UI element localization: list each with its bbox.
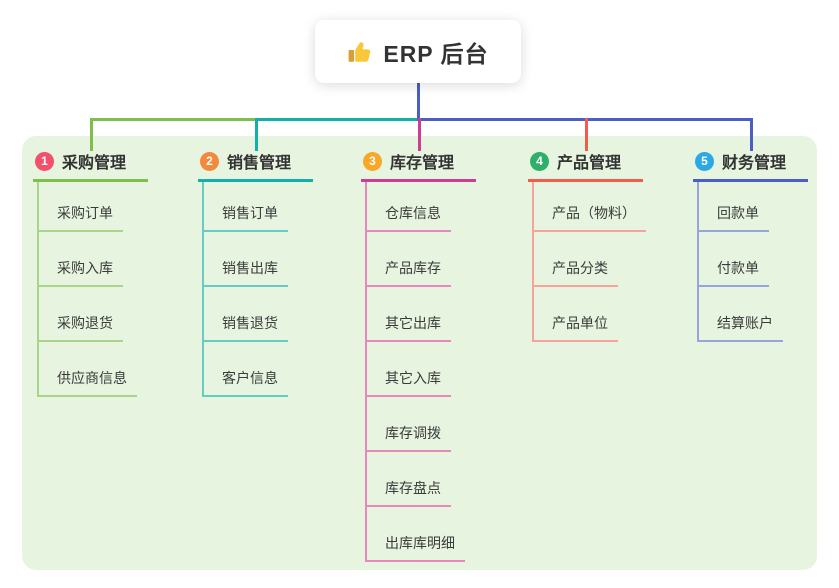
child-row: 产品分类: [532, 232, 646, 287]
branch-node-2[interactable]: 2 销售管理: [198, 149, 313, 182]
branch-children: 仓库信息产品库存其它出库其它入库库存调拨库存盘点出库库明细: [365, 182, 476, 562]
child-node[interactable]: 供应商信息: [37, 368, 137, 397]
branch-number-badge: 5: [695, 151, 714, 171]
branch-children: 采购订单采购入库采购退货供应商信息: [37, 182, 148, 397]
child-node[interactable]: 付款单: [697, 258, 769, 287]
branch-number-badge: 3: [363, 151, 382, 171]
children-vertical-line: [365, 182, 367, 562]
child-node[interactable]: 库存调拨: [365, 423, 451, 452]
branch-children: 产品（物料） 产品分类产品单位: [532, 182, 646, 342]
child-row: 结算账户: [697, 287, 808, 342]
child-node[interactable]: 产品库存: [365, 258, 451, 287]
child-row: 销售退货: [202, 287, 313, 342]
branch-drop-line-3: [418, 118, 421, 151]
child-row: 库存盘点: [365, 452, 476, 507]
branch-title-label: 库存管理: [390, 155, 455, 172]
child-node[interactable]: 产品（物料）: [532, 203, 646, 232]
child-row: 采购退货: [37, 287, 148, 342]
branch-title-label: 销售管理: [227, 155, 292, 172]
children-vertical-line: [697, 182, 699, 342]
child-row: 其它出库: [365, 287, 476, 342]
branch-node-5[interactable]: 5 财务管理: [693, 149, 808, 182]
branch-column-2: 2 销售管理销售订单销售出库销售退货客户信息: [198, 149, 313, 397]
children-vertical-line: [37, 182, 39, 397]
child-row: 出库库明细: [365, 507, 476, 562]
child-node[interactable]: 销售退货: [202, 313, 288, 342]
child-node[interactable]: 产品分类: [532, 258, 618, 287]
branch-children: 回款单付款单结算账户: [697, 182, 808, 342]
child-row: 供应商信息: [37, 342, 148, 397]
child-row: 付款单: [697, 232, 808, 287]
child-row: 采购入库: [37, 232, 148, 287]
child-node[interactable]: 出库库明细: [365, 533, 465, 562]
branch-children: 销售订单销售出库销售退货客户信息: [202, 182, 313, 397]
branch-title-label: 采购管理: [62, 155, 127, 172]
child-node[interactable]: 客户信息: [202, 368, 288, 397]
child-node[interactable]: 回款单: [697, 203, 769, 232]
branch-title-label: 产品管理: [557, 155, 622, 172]
branch-number-badge: 2: [200, 151, 219, 171]
branch-node-4[interactable]: 4 产品管理: [528, 149, 643, 182]
branch-node-1[interactable]: 1 采购管理: [33, 149, 148, 182]
branch-number-badge: 1: [35, 151, 54, 171]
child-row: 其它入库: [365, 342, 476, 397]
branch-column-4: 4 产品管理产品（物料） 产品分类产品单位: [528, 149, 646, 342]
branch-rail-mid-teal: [255, 118, 420, 121]
root-node[interactable]: ERP 后台: [315, 20, 521, 83]
child-row: 回款单: [697, 182, 808, 232]
child-node[interactable]: 其它入库: [365, 368, 451, 397]
child-node[interactable]: 采购退货: [37, 313, 123, 342]
child-row: 库存调拨: [365, 397, 476, 452]
child-node[interactable]: 仓库信息: [365, 203, 451, 232]
child-node[interactable]: 产品单位: [532, 313, 618, 342]
children-vertical-line: [202, 182, 204, 397]
child-row: 仓库信息: [365, 182, 476, 232]
branch-drop-line-1: [90, 118, 93, 151]
branch-node-3[interactable]: 3 库存管理: [361, 149, 476, 182]
child-node[interactable]: 销售出库: [202, 258, 288, 287]
root-stem-line: [417, 83, 420, 121]
child-row: 产品（物料）: [532, 182, 646, 232]
branch-title-label: 财务管理: [722, 155, 787, 172]
branch-column-3: 3 库存管理仓库信息产品库存其它出库其它入库库存调拨库存盘点出库库明细: [361, 149, 476, 562]
root-node-label: ERP 后台: [383, 40, 489, 67]
child-node[interactable]: 采购订单: [37, 203, 123, 232]
thumbs-up-icon: [348, 41, 371, 62]
branch-rail-left-green: [90, 118, 258, 121]
branch-drop-line-4: [585, 118, 588, 151]
branch-drop-line-5: [750, 118, 753, 151]
child-node[interactable]: 库存盘点: [365, 478, 451, 507]
child-row: 客户信息: [202, 342, 313, 397]
child-row: 产品库存: [365, 232, 476, 287]
branch-number-badge: 4: [530, 151, 549, 171]
child-row: 采购订单: [37, 182, 148, 232]
child-node[interactable]: 结算账户: [697, 313, 783, 342]
branch-column-1: 1 采购管理采购订单采购入库采购退货供应商信息: [33, 149, 148, 397]
child-row: 销售订单: [202, 182, 313, 232]
child-node[interactable]: 采购入库: [37, 258, 123, 287]
child-row: 产品单位: [532, 287, 646, 342]
branch-drop-line-2: [255, 118, 258, 151]
branch-column-5: 5 财务管理回款单付款单结算账户: [693, 149, 808, 342]
child-row: 销售出库: [202, 232, 313, 287]
children-vertical-line: [532, 182, 534, 342]
child-node[interactable]: 其它出库: [365, 313, 451, 342]
child-node[interactable]: 销售订单: [202, 203, 288, 232]
mindmap-canvas: [22, 136, 817, 570]
